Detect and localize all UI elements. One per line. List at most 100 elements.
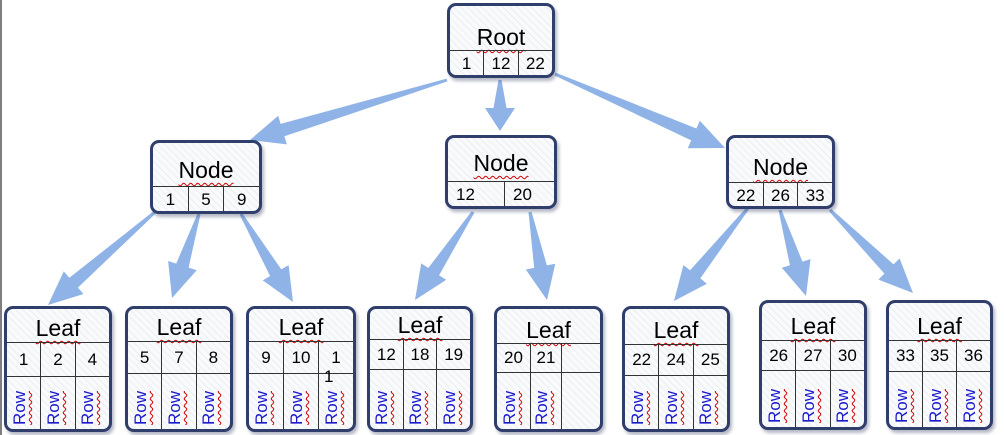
row-link[interactable]: Row xyxy=(164,390,184,425)
node-key: 20 xyxy=(504,182,554,206)
row-cell: Row xyxy=(829,370,864,427)
leaf-title: Leaf xyxy=(790,313,836,339)
row-link[interactable]: Row xyxy=(287,390,306,425)
internal-node: Node 22 26 33 xyxy=(726,135,835,209)
node-key: 26 xyxy=(762,183,798,206)
leaf-node: Leaf 12 18 19 Row Row Row xyxy=(367,306,473,432)
row-cell: Row xyxy=(318,373,353,429)
node-title: Node xyxy=(178,157,234,183)
leaf-key: 30 xyxy=(829,341,864,370)
row-link[interactable]: Row xyxy=(499,390,519,425)
row-cell: Row xyxy=(956,371,990,427)
row-link[interactable]: Row xyxy=(252,390,271,425)
row-cell: Row xyxy=(436,369,470,429)
arrow-to-leaf-7 xyxy=(778,209,811,296)
arrow-to-leaf-6 xyxy=(674,207,750,301)
leaf-key: 12 xyxy=(376,345,396,364)
node-keys: 22 26 33 xyxy=(729,182,832,206)
leaf-keys: 12 18 19 xyxy=(370,339,470,370)
leaf-key: 10 xyxy=(283,342,318,373)
arrow-to-leaf-4 xyxy=(415,211,475,300)
row-link[interactable]: Row xyxy=(199,390,219,425)
leaf-key: 20 xyxy=(504,348,523,367)
row-link[interactable]: Row xyxy=(959,388,979,423)
leaf-key: 1 xyxy=(318,342,353,373)
internal-node: Node 12 20 xyxy=(445,135,557,209)
row-cell: Row xyxy=(762,370,795,427)
row-link[interactable]: Row xyxy=(532,390,551,425)
row-link[interactable]: Row xyxy=(322,390,341,425)
row-link[interactable]: Row xyxy=(925,388,945,423)
row-link[interactable]: Row xyxy=(833,388,853,423)
row-cell-empty xyxy=(561,372,600,429)
leaf-key: 4 xyxy=(74,343,109,376)
leaf-keys: 33 35 36 xyxy=(889,340,990,372)
node-title: Node xyxy=(753,154,808,180)
node-key: 5 xyxy=(187,187,224,211)
row-cell: Row xyxy=(283,373,318,429)
row-link[interactable]: Row xyxy=(439,390,459,425)
leaf-key: 27 xyxy=(795,341,829,370)
leaf-key: 9 xyxy=(261,348,271,367)
row-cell: Row xyxy=(195,373,230,429)
leaf-key: 21 xyxy=(530,344,561,372)
arrow-to-leaf-3 xyxy=(239,213,293,302)
row-cell: Row xyxy=(40,376,74,429)
row-cell: Row xyxy=(795,370,829,427)
leaf-key: 8 xyxy=(195,342,230,373)
row-link[interactable]: Row xyxy=(627,390,647,425)
row-link[interactable]: Row xyxy=(661,390,681,425)
leaf-rows: Row Row Row xyxy=(889,371,990,427)
leaf-title: Leaf xyxy=(156,314,202,340)
root-key: 12 xyxy=(483,51,517,75)
leaf-key: 26 xyxy=(769,346,789,365)
row-link[interactable]: Row xyxy=(696,390,716,425)
arrow-to-leaf-2 xyxy=(168,213,201,298)
node-key: 12 xyxy=(456,185,475,204)
row-cell: Row xyxy=(74,376,109,429)
node-key: 33 xyxy=(797,183,832,206)
row-cell: Row xyxy=(497,372,530,429)
leaf-key: 18 xyxy=(402,340,437,369)
row-link[interactable]: Row xyxy=(798,388,818,423)
leaf-title: Leaf xyxy=(397,312,443,338)
leaf-key: 33 xyxy=(896,346,915,365)
leaf-key: 19 xyxy=(436,340,470,369)
leaf-keys: 26 27 30 xyxy=(762,340,864,371)
node-title: Node xyxy=(473,150,529,176)
row-link[interactable]: Row xyxy=(372,390,392,425)
node-key: 1 xyxy=(165,190,176,209)
arrow-to-leaf-1 xyxy=(48,210,156,305)
leaf-rows: Row Row Row xyxy=(370,369,470,429)
leaf-key: 35 xyxy=(922,341,956,371)
leaf-node: Leaf 33 35 36 Row Row Row xyxy=(886,300,993,430)
row-cell: Row xyxy=(128,373,161,429)
row-cell: Row xyxy=(402,369,437,429)
row-link[interactable]: Row xyxy=(406,390,425,425)
leaf-node: Leaf 5 7 8 Row Row Row xyxy=(125,306,233,432)
row-link[interactable]: Row xyxy=(891,388,911,423)
arrow-to-leaf-8 xyxy=(828,208,913,293)
row-cell: Row xyxy=(530,372,561,429)
leaf-key: 36 xyxy=(956,341,990,371)
leaf-title: Leaf xyxy=(917,313,962,339)
root-key: 22 xyxy=(517,51,552,75)
row-link[interactable]: Row xyxy=(130,390,150,425)
row-link[interactable]: Row xyxy=(78,390,98,425)
leaf-key: 24 xyxy=(658,345,692,375)
row-cell: Row xyxy=(889,371,922,427)
leaf-key: 2 xyxy=(40,343,74,376)
leaf-keys: 22 24 25 xyxy=(625,344,727,376)
row-link[interactable]: Row xyxy=(9,390,29,425)
row-link[interactable]: Row xyxy=(43,390,63,425)
leaf-node: Leaf 9 10 1 1 Row Row Row xyxy=(246,306,356,432)
row-link[interactable]: Row xyxy=(764,388,784,423)
row-cell: Row xyxy=(161,373,195,429)
row-cell: Row xyxy=(370,369,403,429)
leaf-rows: Row Row Row xyxy=(762,370,864,427)
leaf-key: 1 xyxy=(18,350,29,369)
leaf-node: Leaf 22 24 25 Row Row Row xyxy=(622,306,730,432)
row-cell: Row xyxy=(625,375,658,429)
